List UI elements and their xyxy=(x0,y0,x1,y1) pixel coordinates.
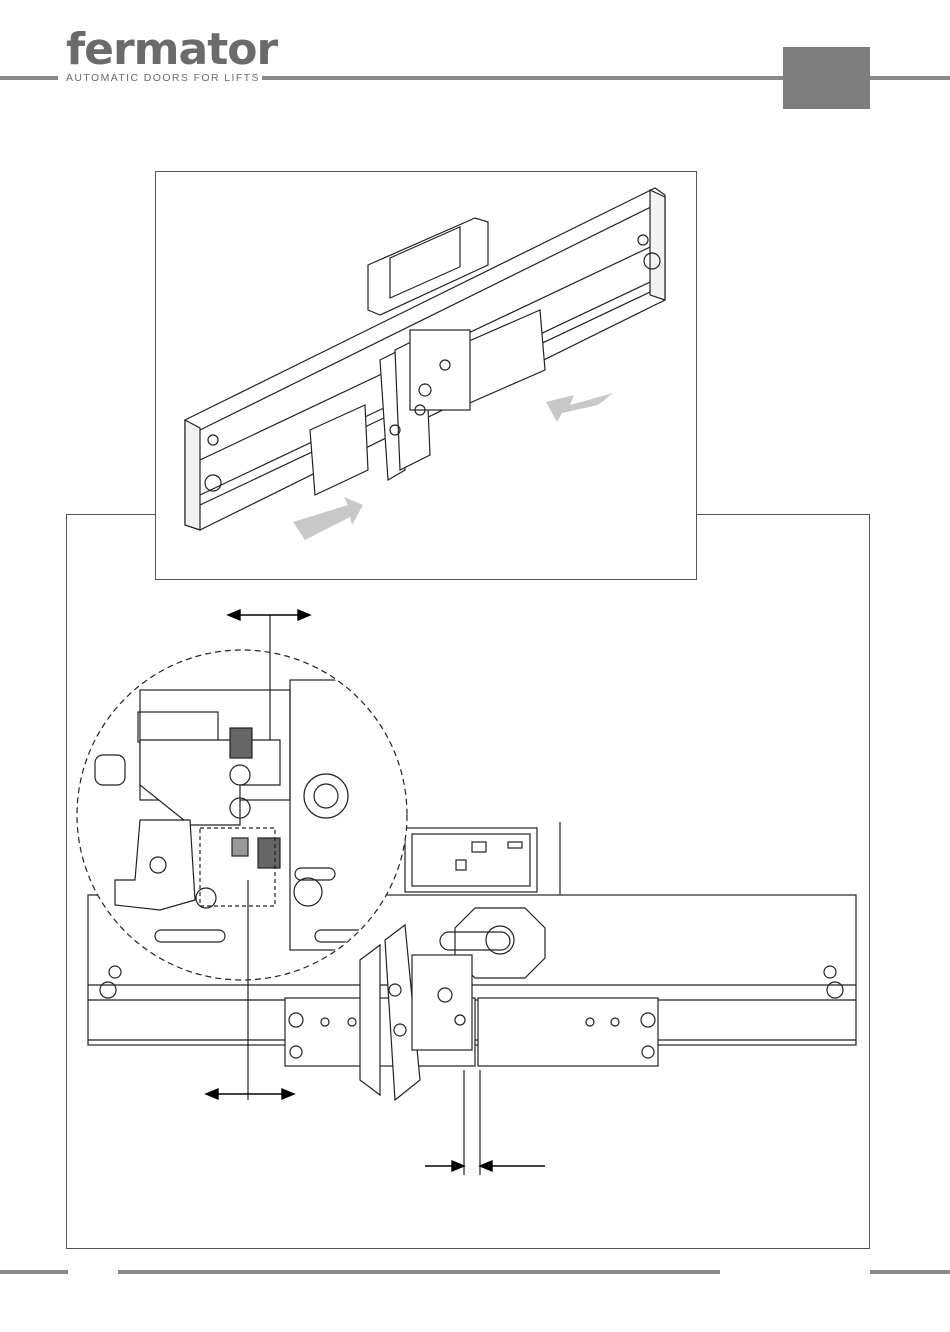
door-operator-front-drawing xyxy=(0,0,950,1332)
